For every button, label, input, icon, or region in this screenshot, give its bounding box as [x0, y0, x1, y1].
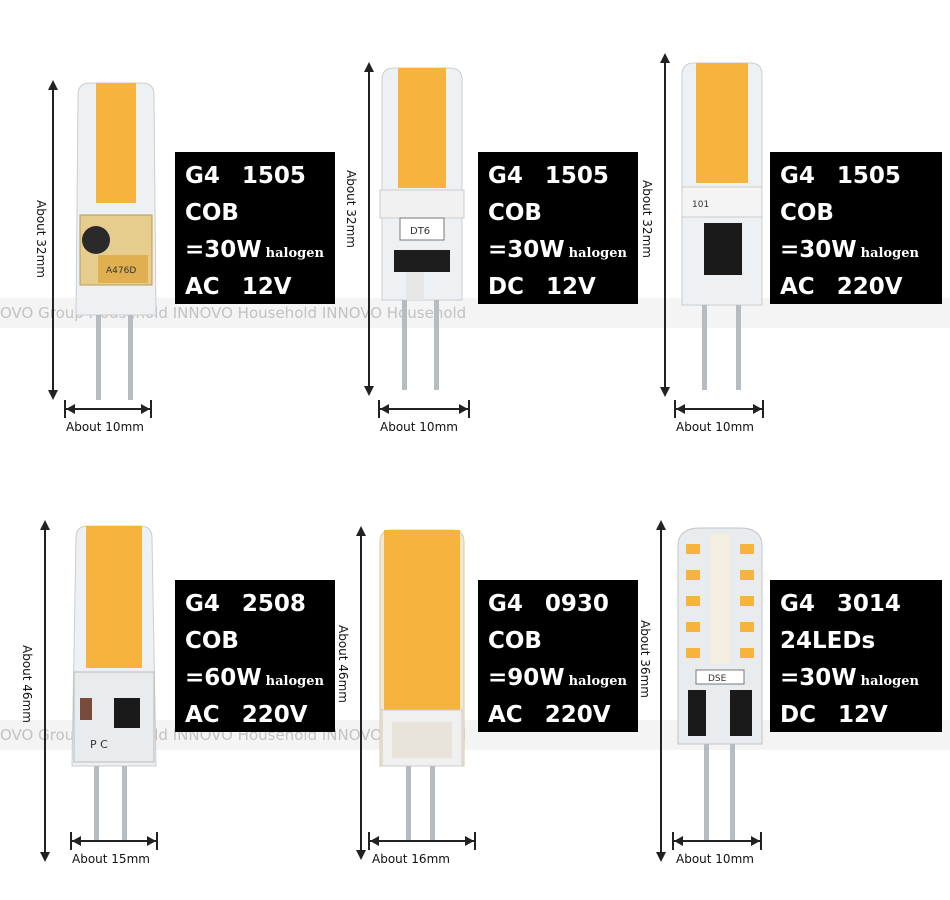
- height-dimension-arrow: [40, 520, 50, 862]
- height-label: About 32mm: [34, 200, 48, 278]
- height-label: About 32mm: [344, 170, 358, 248]
- current-type: DC: [488, 274, 524, 300]
- led-type: COB: [780, 200, 834, 226]
- voltage: 12V: [545, 274, 596, 300]
- height-dimension-arrow: [656, 520, 666, 862]
- chip-marking: P C: [90, 738, 108, 751]
- current-type: AC: [185, 274, 220, 300]
- height-label: About 32mm: [640, 180, 654, 258]
- voltage: 12V: [837, 702, 888, 728]
- height-dimension-arrow: [356, 526, 366, 860]
- halogen-label: halogen: [568, 246, 627, 261]
- led-type: COB: [185, 628, 239, 654]
- bulb-image: DSE: [677, 527, 763, 840]
- height-label: About 36mm: [638, 620, 652, 698]
- width-dimension-arrow: [672, 832, 762, 850]
- power-equivalent: =60W: [185, 665, 262, 691]
- width-dimension-arrow: [674, 400, 764, 418]
- width-label: About 10mm: [66, 420, 144, 434]
- width-label: About 15mm: [72, 852, 150, 866]
- width-dimension-arrow: [70, 832, 158, 850]
- led-type: COB: [488, 200, 542, 226]
- power-equivalent: =90W: [488, 665, 565, 691]
- base-type: G4: [185, 163, 220, 189]
- halogen-label: halogen: [860, 674, 919, 689]
- power-equivalent: =30W: [488, 237, 565, 263]
- product-card-6: About 36mm DSE About 10mm G4 3014 24LEDs …: [632, 450, 948, 900]
- voltage: 220V: [544, 702, 611, 728]
- model-number: 0930: [544, 591, 609, 617]
- width-label: About 10mm: [676, 420, 754, 434]
- halogen-label: halogen: [265, 246, 324, 261]
- bulb-image: 101: [681, 62, 763, 390]
- voltage: 12V: [241, 274, 292, 300]
- current-type: DC: [780, 702, 816, 728]
- power-equivalent: =30W: [185, 237, 262, 263]
- width-label: About 16mm: [372, 852, 450, 866]
- model-number: 1505: [836, 163, 901, 189]
- base-type: G4: [185, 591, 220, 617]
- current-type: AC: [185, 702, 220, 728]
- led-type: 24LEDs: [780, 628, 876, 654]
- product-card-2: About 32mm DT6 About 10mm G4 1505 COB =30…: [316, 0, 638, 450]
- height-label: About 46mm: [20, 645, 34, 723]
- led-type: COB: [185, 200, 239, 226]
- product-card-1: About 32mm A476D About 10mm G4 1505 COB =…: [0, 0, 335, 450]
- power-equivalent: =30W: [780, 665, 857, 691]
- model-number: 1505: [241, 163, 306, 189]
- chip-marking: A476D: [106, 266, 136, 276]
- width-dimension-arrow: [378, 400, 470, 418]
- product-card-3: About 32mm 101 About 10mm G4 1505 COB =30…: [632, 0, 948, 450]
- current-type: AC: [488, 702, 523, 728]
- chip-marking: DSE: [708, 674, 727, 684]
- model-number: 1505: [544, 163, 609, 189]
- chip-marking: DT6: [410, 226, 430, 237]
- base-type: G4: [488, 591, 523, 617]
- base-type: G4: [780, 163, 815, 189]
- base-type: G4: [780, 591, 815, 617]
- model-number: 3014: [836, 591, 901, 617]
- base-type: G4: [488, 163, 523, 189]
- current-type: AC: [780, 274, 815, 300]
- chip-marking: 101: [692, 200, 709, 210]
- halogen-label: halogen: [568, 674, 627, 689]
- halogen-label: halogen: [265, 674, 324, 689]
- width-label: About 10mm: [676, 852, 754, 866]
- led-chip-array: [686, 544, 754, 658]
- width-label: About 10mm: [380, 420, 458, 434]
- voltage: 220V: [241, 702, 308, 728]
- bulb-image: DT6: [379, 67, 465, 390]
- led-type: COB: [488, 628, 542, 654]
- bulb-image: [379, 529, 465, 842]
- width-dimension-arrow: [64, 400, 152, 418]
- bulb-image: P C: [71, 525, 157, 840]
- height-dimension-arrow: [48, 80, 58, 400]
- product-card-4: About 46mm P C About 15mm G4 2508 COB =60…: [0, 450, 335, 900]
- bulb-image: A476D: [75, 82, 157, 400]
- height-dimension-arrow: [364, 62, 374, 396]
- power-equivalent: =30W: [780, 237, 857, 263]
- height-dimension-arrow: [660, 53, 670, 397]
- height-label: About 46mm: [336, 625, 350, 703]
- halogen-label: halogen: [860, 246, 919, 261]
- voltage: 220V: [836, 274, 903, 300]
- width-dimension-arrow: [368, 832, 476, 850]
- model-number: 2508: [241, 591, 306, 617]
